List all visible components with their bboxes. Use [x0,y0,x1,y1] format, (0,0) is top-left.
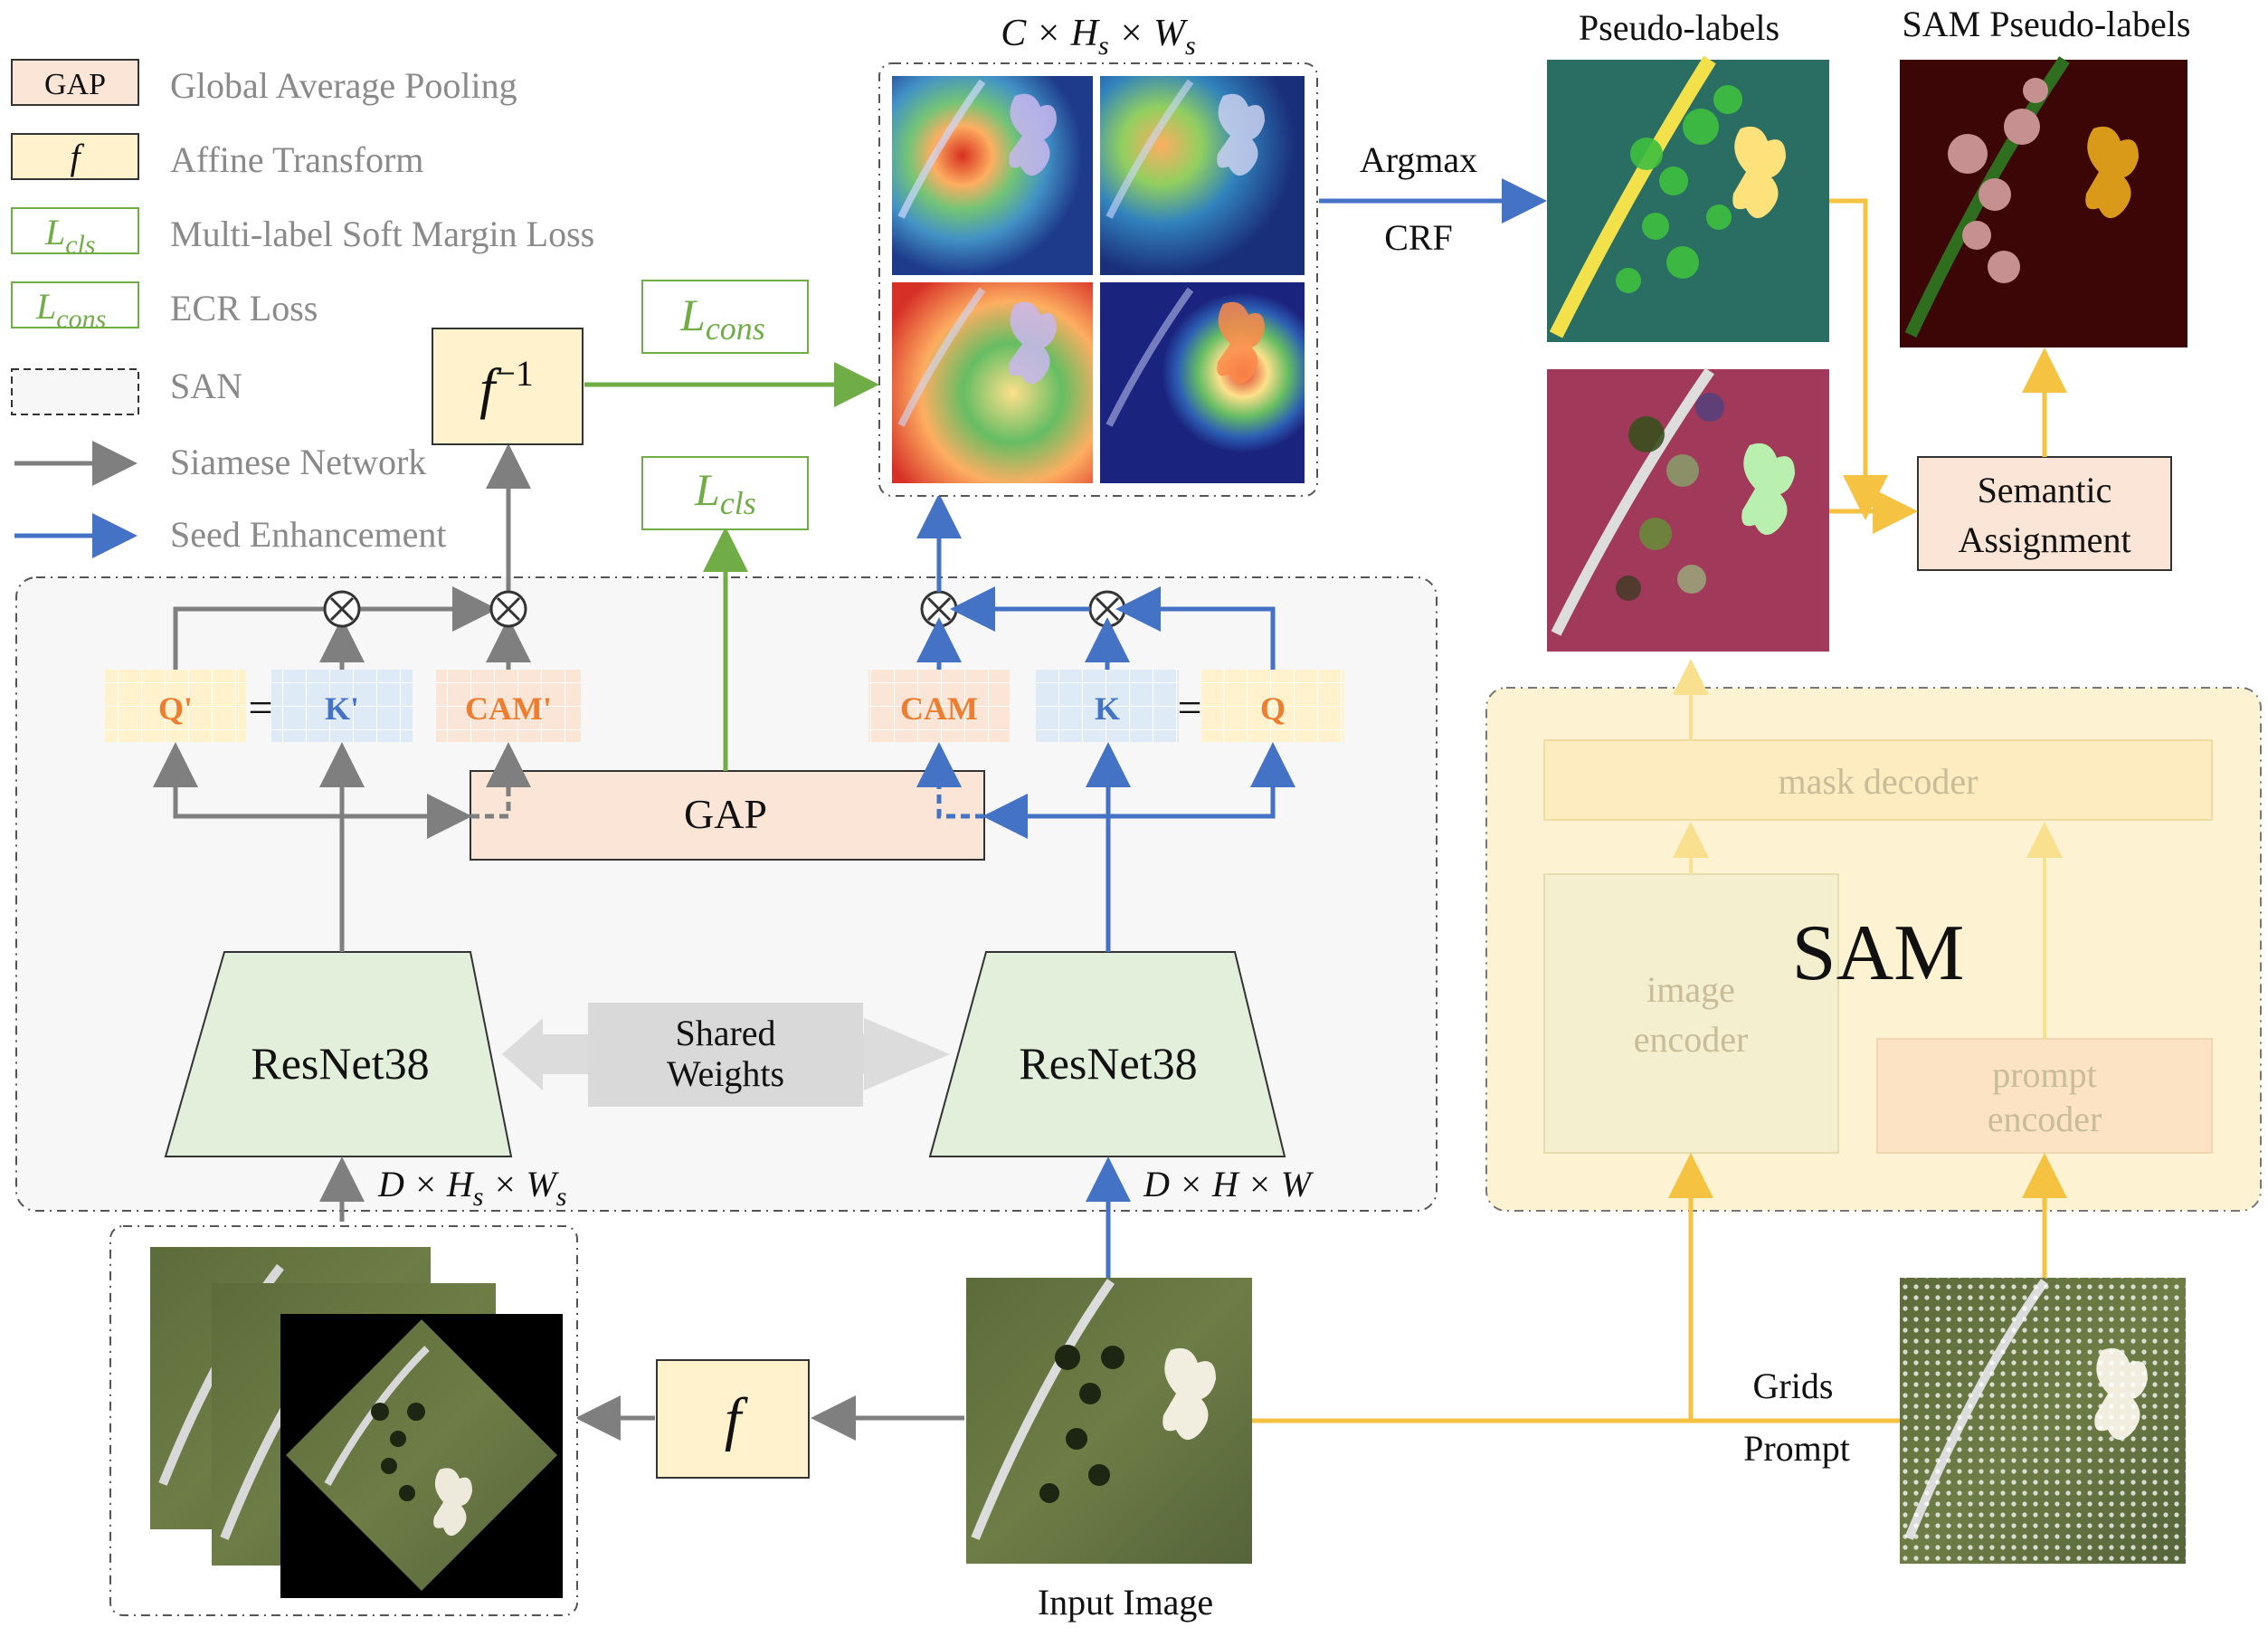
inverse-affine-box [432,328,584,445]
legend-cls-symbol: Lcls [44,212,96,260]
resnet-left-label: ResNet38 [251,1038,429,1089]
legend: GAP Global Average Pooling f Affine Tran… [11,59,594,558]
equals-left: = [248,684,272,732]
inverse-affine-label: f−1 [479,353,534,420]
legend-san-text: SAN [170,366,242,406]
loss-cons-box [641,280,809,354]
q-label: Q [1260,690,1286,727]
argmax-label: Argmax [1360,139,1477,180]
legend-item-siamese: Siamese Network [14,441,426,486]
legend-item-gap: GAP Global Average Pooling [11,59,517,106]
left-dims-label: D × Hs × Ws [377,1164,566,1212]
resnet-right [928,951,1286,1157]
image-encoder-label-2: encoder [1634,1019,1749,1060]
grids-label: Grids [1753,1366,1834,1406]
crf-label: CRF [1384,217,1453,258]
legend-affine-text: Affine Transform [170,139,423,180]
legend-seed-text: Seed Enhancement [170,514,446,555]
k-prime-label: K' [325,690,359,727]
augmented-images [150,1247,563,1598]
grid-prompt-image [1900,1278,2186,1564]
cam-prime-label: CAM' [465,690,552,727]
q-prime-label: Q' [158,690,193,727]
legend-gap-symbol: GAP [44,68,106,101]
cam-prime-matrix [436,670,581,742]
q-prime-matrix [105,670,246,742]
shared-weights-label-1: Shared [675,1013,775,1053]
mask-decoder-box [1543,739,2213,821]
seed-arrows [916,178,1547,1278]
input-image-label: Input Image [1038,1582,1213,1623]
sam-pseudo-labels-image [1900,56,2187,347]
sam-pseudo-labels-title: SAM Pseudo-labels [1903,4,2191,44]
sam-arrows [1252,198,2067,1423]
image-encoder-box [1543,873,1839,1154]
input-image [966,1278,1252,1564]
legend-siamese-text: Siamese Network [170,442,426,482]
siamese-arrows [153,443,964,1441]
k-matrix [1036,670,1179,742]
equals-right: = [1177,684,1201,732]
mask-decoder-label: mask decoder [1778,761,1978,802]
legend-cls-text: Multi-label Soft Margin Loss [170,214,594,254]
legend-cons-text: ECR Loss [170,288,318,328]
prompt-encoder-label-2: encoder [1988,1099,2102,1139]
prompt-encoder-box [1876,1038,2213,1154]
loss-arrows [584,362,879,771]
loss-cls-box [641,456,809,530]
loss-cons-label: Lcons [679,290,765,347]
legend-item-seed: Seed Enhancement [14,513,446,558]
pseudo-labels-image [1547,55,1829,342]
resnet-right-label: ResNet38 [1019,1038,1197,1089]
cam-matrix [868,670,1010,742]
gap-label: GAP [684,791,767,837]
cam-dims-label: C × Hs × Ws [1001,13,1195,61]
sam-title: SAM [1792,909,1965,997]
shared-weights-label-2: Weights [667,1053,784,1094]
legend-item-affine: f Affine Transform [11,133,423,180]
prompt-encoder-label-1: prompt [1992,1054,2097,1095]
legend-gap-text: Global Average Pooling [170,65,517,106]
k-prime-matrix [271,670,413,742]
cam-label: CAM [900,690,978,727]
semantic-assignment-label-1: Semantic [1978,470,2112,510]
prompt-label: Prompt [1743,1428,1850,1469]
legend-item-san: SAN [11,366,242,415]
sam-segments-image [1547,367,1829,652]
right-dims-label: D × H × W [1143,1164,1314,1204]
loss-cls-label: Lcls [694,464,756,521]
semantic-assignment-label-2: Assignment [1958,519,2130,560]
k-label: K [1095,690,1120,727]
affine-transform-box [656,1359,810,1479]
shared-weights-box [588,1003,863,1107]
pseudo-labels-title: Pseudo-labels [1579,7,1779,48]
resnet-left [164,951,513,1157]
legend-item-cons-loss: Lcons ECR Loss [11,281,318,334]
q-matrix [1201,670,1344,742]
legend-cons-symbol: Lcons [35,286,106,334]
cam-heatmaps [892,76,1305,483]
image-encoder-label-1: image [1646,969,1735,1010]
legend-item-cls-loss: Lcls Multi-label Soft Margin Loss [11,207,594,260]
